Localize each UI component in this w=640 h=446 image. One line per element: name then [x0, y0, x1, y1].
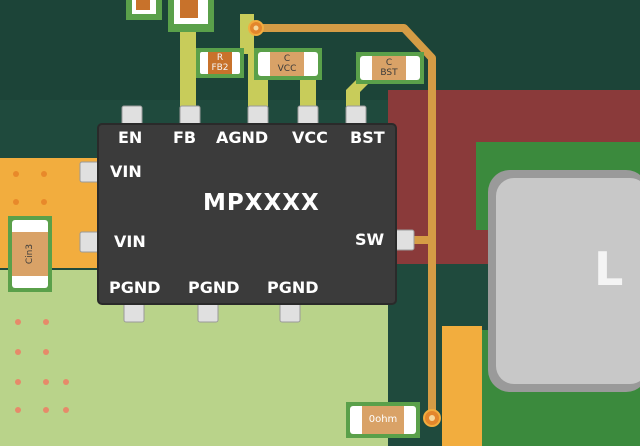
resistor-0ohm-label: 0ohm	[368, 414, 398, 425]
resistor-fb2-line2: FB2	[211, 63, 229, 73]
chip-body	[97, 123, 397, 305]
pin-label-bst: BST	[350, 128, 385, 147]
inductor-label: L	[594, 242, 624, 296]
pin-label-sw: SW	[355, 230, 385, 249]
capacitor-vcc-line1: C	[283, 54, 291, 64]
capacitor-vcc	[254, 48, 322, 80]
pin-label-fb: FB	[173, 128, 197, 147]
pin-label-en: EN	[118, 128, 143, 147]
capacitor-bst-line2: BST	[380, 68, 398, 78]
inductor-body	[488, 170, 640, 392]
pin-label-pgnd-1: PGND	[109, 278, 161, 297]
resistor-fb2	[196, 48, 244, 78]
chip-part-number: MPXXXX	[203, 190, 320, 216]
top-component-1	[126, 0, 162, 20]
pin-label-vcc: VCC	[292, 128, 328, 147]
resistor-fb2-label: R FB2	[208, 53, 232, 73]
resistor-fb2-line1: R	[216, 53, 224, 63]
capacitor-bst-line1: C	[385, 58, 393, 68]
input-capacitor-cin3	[8, 216, 52, 292]
ground-via-array	[15, 319, 69, 413]
resistor-0ohm	[346, 402, 420, 438]
pin-label-pgnd-3: PGND	[267, 278, 319, 297]
pin-label-agnd: AGND	[216, 128, 269, 147]
capacitor-bst-label: C BST	[372, 58, 406, 78]
input-capacitor-cin3-label: Cin3	[25, 243, 35, 265]
pin-label-vin-2: VIN	[114, 232, 146, 251]
capacitor-bst	[356, 52, 424, 84]
pin-label-vin-1: VIN	[110, 162, 142, 181]
top-component-2	[168, 0, 214, 32]
capacitor-vcc-label: C VCC	[270, 54, 304, 74]
capacitor-vcc-line2: VCC	[277, 64, 297, 74]
pin-label-pgnd-2: PGND	[188, 278, 240, 297]
output-copper	[442, 326, 482, 446]
